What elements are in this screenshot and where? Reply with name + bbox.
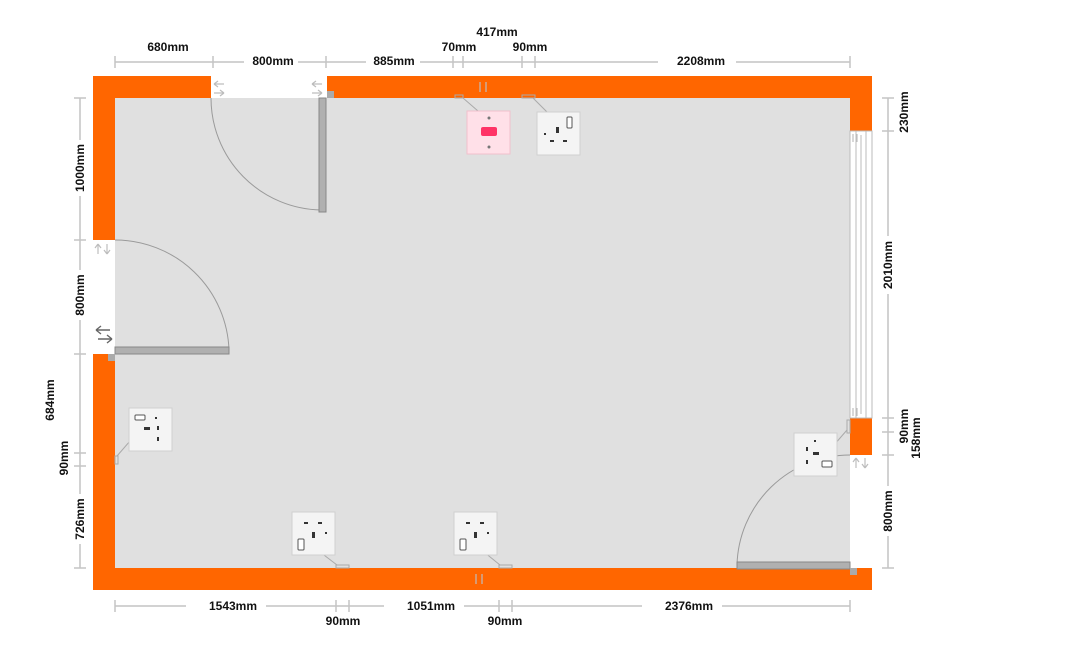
double-socket-icon bbox=[128, 407, 173, 452]
door-top-opening bbox=[211, 76, 327, 98]
door-left-hinge bbox=[108, 354, 115, 361]
dim-right-800: 800mm bbox=[881, 490, 895, 531]
double-socket-right[interactable] bbox=[793, 419, 851, 477]
dim-top-680: 680mm bbox=[147, 40, 188, 54]
window-icon[interactable] bbox=[849, 130, 873, 419]
dimensions-left: 1000mm 800mm 684mm 90mm 726mm bbox=[43, 97, 88, 569]
dim-left-90: 90mm bbox=[57, 441, 71, 476]
room-floor[interactable] bbox=[115, 98, 850, 568]
dim-bottom-90-a: 90mm bbox=[326, 614, 361, 628]
dim-top-70: 70mm bbox=[442, 40, 477, 54]
dim-top-885: 885mm bbox=[373, 54, 414, 68]
move-arrows-icon[interactable] bbox=[475, 82, 487, 584]
double-socket-left[interactable] bbox=[114, 407, 173, 465]
fused-spur[interactable] bbox=[454, 94, 511, 155]
fused-spur-icon bbox=[481, 127, 497, 136]
move-arrows-icon[interactable] bbox=[213, 80, 323, 97]
door-right-opening bbox=[850, 455, 872, 568]
dim-top-800: 800mm bbox=[252, 54, 293, 68]
dim-bottom-1543: 1543mm bbox=[209, 599, 257, 613]
door-top-hinge bbox=[327, 91, 334, 98]
dimensions-right: 230mm 2010mm 90mm 158mm 800mm bbox=[880, 91, 923, 569]
double-socket-bottom-2[interactable] bbox=[453, 511, 513, 569]
dimensions-bottom: 1543mm 1051mm 2376mm 90mm 90mm bbox=[114, 599, 851, 628]
dim-bottom-1051: 1051mm bbox=[407, 599, 455, 613]
double-socket-bottom-1[interactable] bbox=[291, 511, 350, 569]
door-top-leaf[interactable] bbox=[318, 97, 327, 213]
double-socket-icon bbox=[536, 111, 581, 156]
dim-right-158: 158mm bbox=[909, 417, 923, 458]
door-left-leaf[interactable] bbox=[114, 346, 230, 355]
door-left[interactable] bbox=[93, 239, 230, 361]
dim-left-1000: 1000mm bbox=[73, 144, 87, 192]
dim-right-230: 230mm bbox=[897, 91, 911, 132]
move-arrows-icon[interactable] bbox=[852, 457, 869, 469]
dim-bottom-2376: 2376mm bbox=[665, 599, 713, 613]
dim-bottom-90-b: 90mm bbox=[488, 614, 523, 628]
walls bbox=[93, 76, 872, 590]
dim-top-417: 417mm bbox=[476, 25, 517, 39]
door-right-leaf[interactable] bbox=[736, 561, 851, 570]
door-right-hinge bbox=[850, 568, 857, 575]
dim-left-800: 800mm bbox=[73, 274, 87, 315]
dim-right-90: 90mm bbox=[897, 409, 911, 444]
door-left-opening bbox=[93, 240, 115, 354]
dimensions-top: 680mm 800mm 885mm 70mm 90mm 2208mm 417mm bbox=[114, 25, 851, 69]
move-arrows-icon[interactable] bbox=[94, 243, 113, 344]
door-top-swing bbox=[210, 97, 322, 211]
door-top[interactable] bbox=[210, 76, 334, 213]
door-left-swing bbox=[114, 239, 230, 351]
dim-top-90: 90mm bbox=[513, 40, 548, 54]
dim-top-2208: 2208mm bbox=[677, 54, 725, 68]
dim-left-684: 684mm bbox=[43, 379, 57, 420]
dim-left-726: 726mm bbox=[73, 498, 87, 539]
double-socket-top[interactable] bbox=[521, 94, 581, 156]
dim-right-2010: 2010mm bbox=[881, 241, 895, 289]
